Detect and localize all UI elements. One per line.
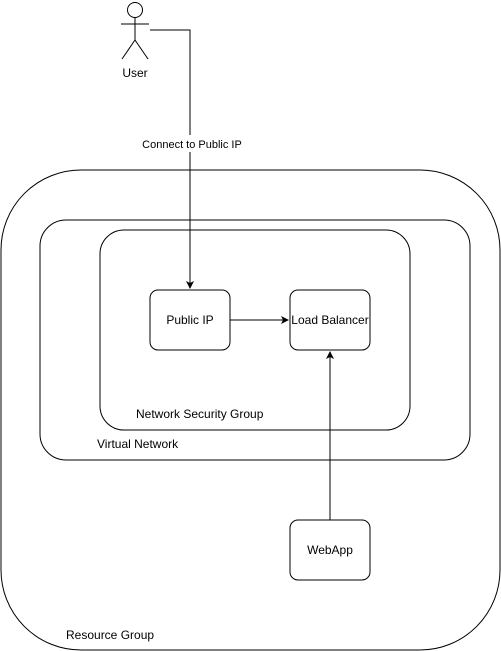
load-balancer-label: Load Balancer [291, 313, 368, 327]
virtual-network-label: Virtual Network [97, 437, 179, 451]
load-balancer-node[interactable]: Load Balancer [289, 289, 371, 351]
public-ip-node[interactable]: Public IP [149, 289, 231, 351]
public-ip-label: Public IP [166, 313, 213, 327]
person-icon [121, 2, 149, 60]
edge-label-connect: Connect to Public IP [142, 139, 242, 151]
user-actor[interactable]: User [121, 2, 149, 81]
network-security-group-box[interactable] [99, 229, 411, 431]
resource-group-label: Resource Group [66, 628, 154, 642]
resource-group-box[interactable] [0, 169, 501, 651]
webapp-node[interactable]: WebApp [289, 519, 371, 581]
edge-label-background [140, 135, 244, 152]
virtual-network-box[interactable] [39, 219, 471, 461]
network-security-group-label: Network Security Group [136, 407, 264, 421]
edge-user-to-public-ip[interactable] [150, 29, 194, 289]
webapp-label: WebApp [307, 543, 353, 557]
user-label: User [122, 66, 147, 80]
